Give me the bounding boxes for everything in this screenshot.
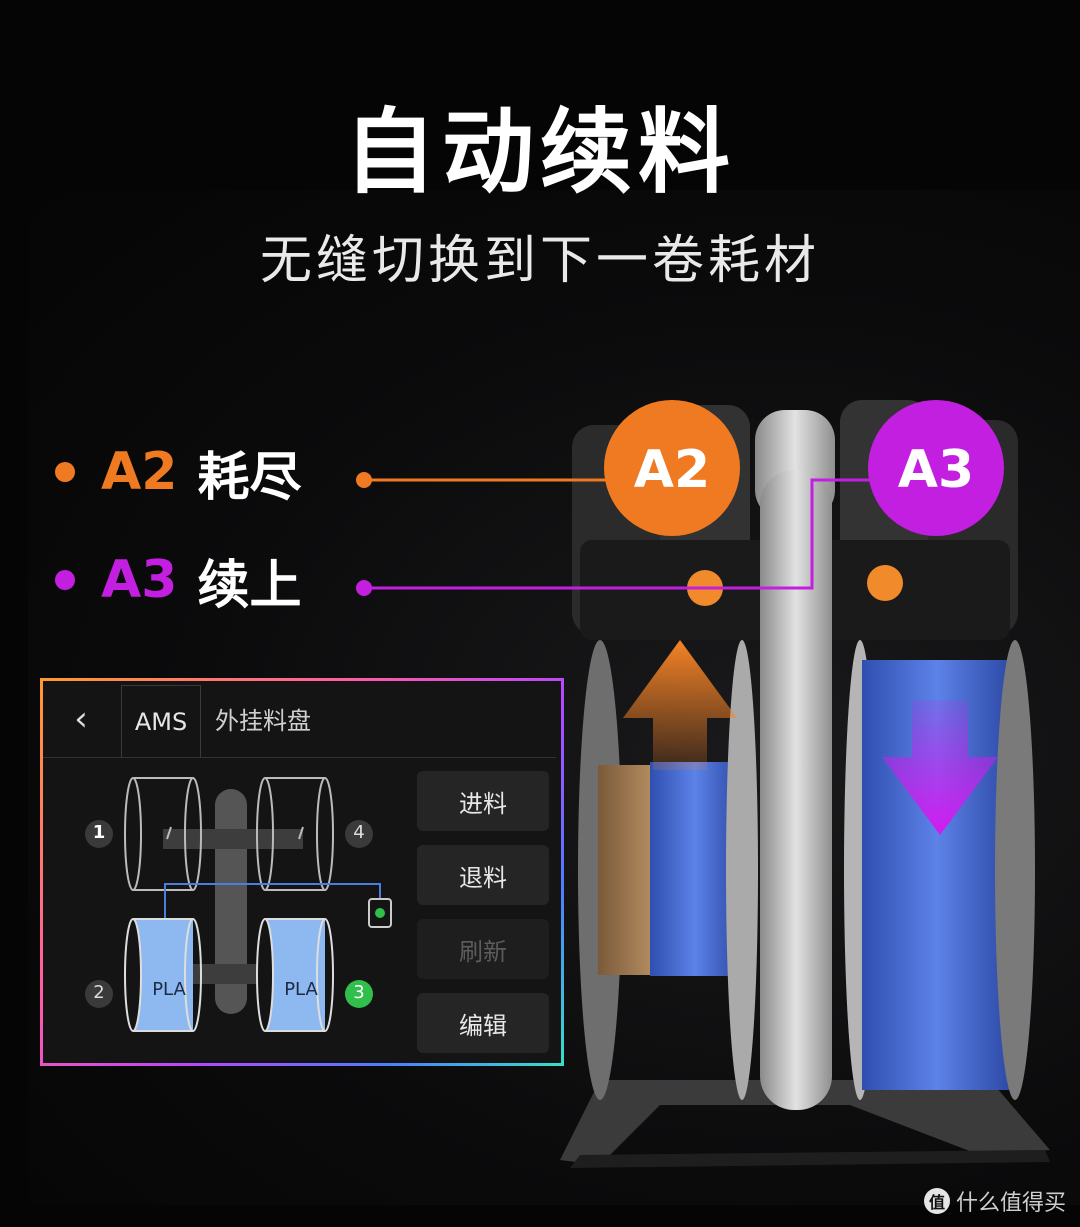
slot-number-4: 4 — [353, 822, 365, 843]
purple-dot-icon — [55, 570, 75, 590]
slot-number-1: 1 — [92, 822, 106, 843]
legend-item-a3: A3 续上 — [55, 550, 301, 616]
legend-text-a2: 耗尽 — [197, 447, 302, 508]
refresh-button[interactable]: 刷新 — [417, 919, 549, 979]
orange-dot-icon — [55, 462, 75, 482]
legend-code-a3: A3 — [101, 550, 178, 610]
tab-ams[interactable]: AMS — [121, 685, 201, 757]
edit-button[interactable]: 编辑 — [417, 993, 549, 1053]
back-button[interactable]: ‹ — [43, 681, 119, 757]
legend-code-a2: A2 — [101, 442, 178, 502]
load-filament-button[interactable]: 进料 — [417, 771, 549, 831]
chevron-left-icon: ‹ — [74, 699, 88, 739]
callout-a3: A3 — [897, 440, 975, 500]
ams-slot-diagram — [85, 777, 392, 1032]
page-title: 自动续料 — [343, 99, 736, 206]
slot-1-spool — [124, 777, 202, 891]
slot-number-2: 2 — [93, 982, 105, 1003]
slot-2-spool — [124, 918, 202, 1032]
legend-text-a3: 续上 — [197, 555, 302, 616]
callout-a2: A2 — [633, 440, 711, 500]
ams-ui-panel: ‹ AMS 外挂料盘 — [40, 678, 564, 1066]
slot-4-spool — [256, 777, 334, 891]
slot-3-spool — [256, 918, 334, 1032]
ams-ui-inner: ‹ AMS 外挂料盘 — [43, 681, 561, 1063]
legend-item-a2: A2 耗尽 — [55, 442, 301, 508]
slot-number-3: 3 — [353, 982, 365, 1003]
watermark-text: 什么值得买 — [955, 1191, 1066, 1216]
tab-external-spool[interactable]: 外挂料盘 — [215, 707, 311, 735]
unload-filament-button[interactable]: 退料 — [417, 845, 549, 905]
page-subtitle: 无缝切换到下一卷耗材 — [259, 231, 820, 291]
watermark: 值 什么值得买 — [923, 1185, 1066, 1217]
watermark-logo-icon: 值 — [923, 1188, 950, 1214]
ams-tab-bar: ‹ AMS 外挂料盘 — [43, 681, 556, 758]
slot-3-material[interactable]: PLA — [284, 979, 318, 1000]
feed-up-arrow — [623, 640, 737, 770]
ams-action-buttons: 进料 退料 刷新 编辑 — [417, 771, 549, 1067]
slot-2-material[interactable]: PLA — [152, 979, 186, 1000]
feed-down-arrow — [882, 700, 998, 835]
